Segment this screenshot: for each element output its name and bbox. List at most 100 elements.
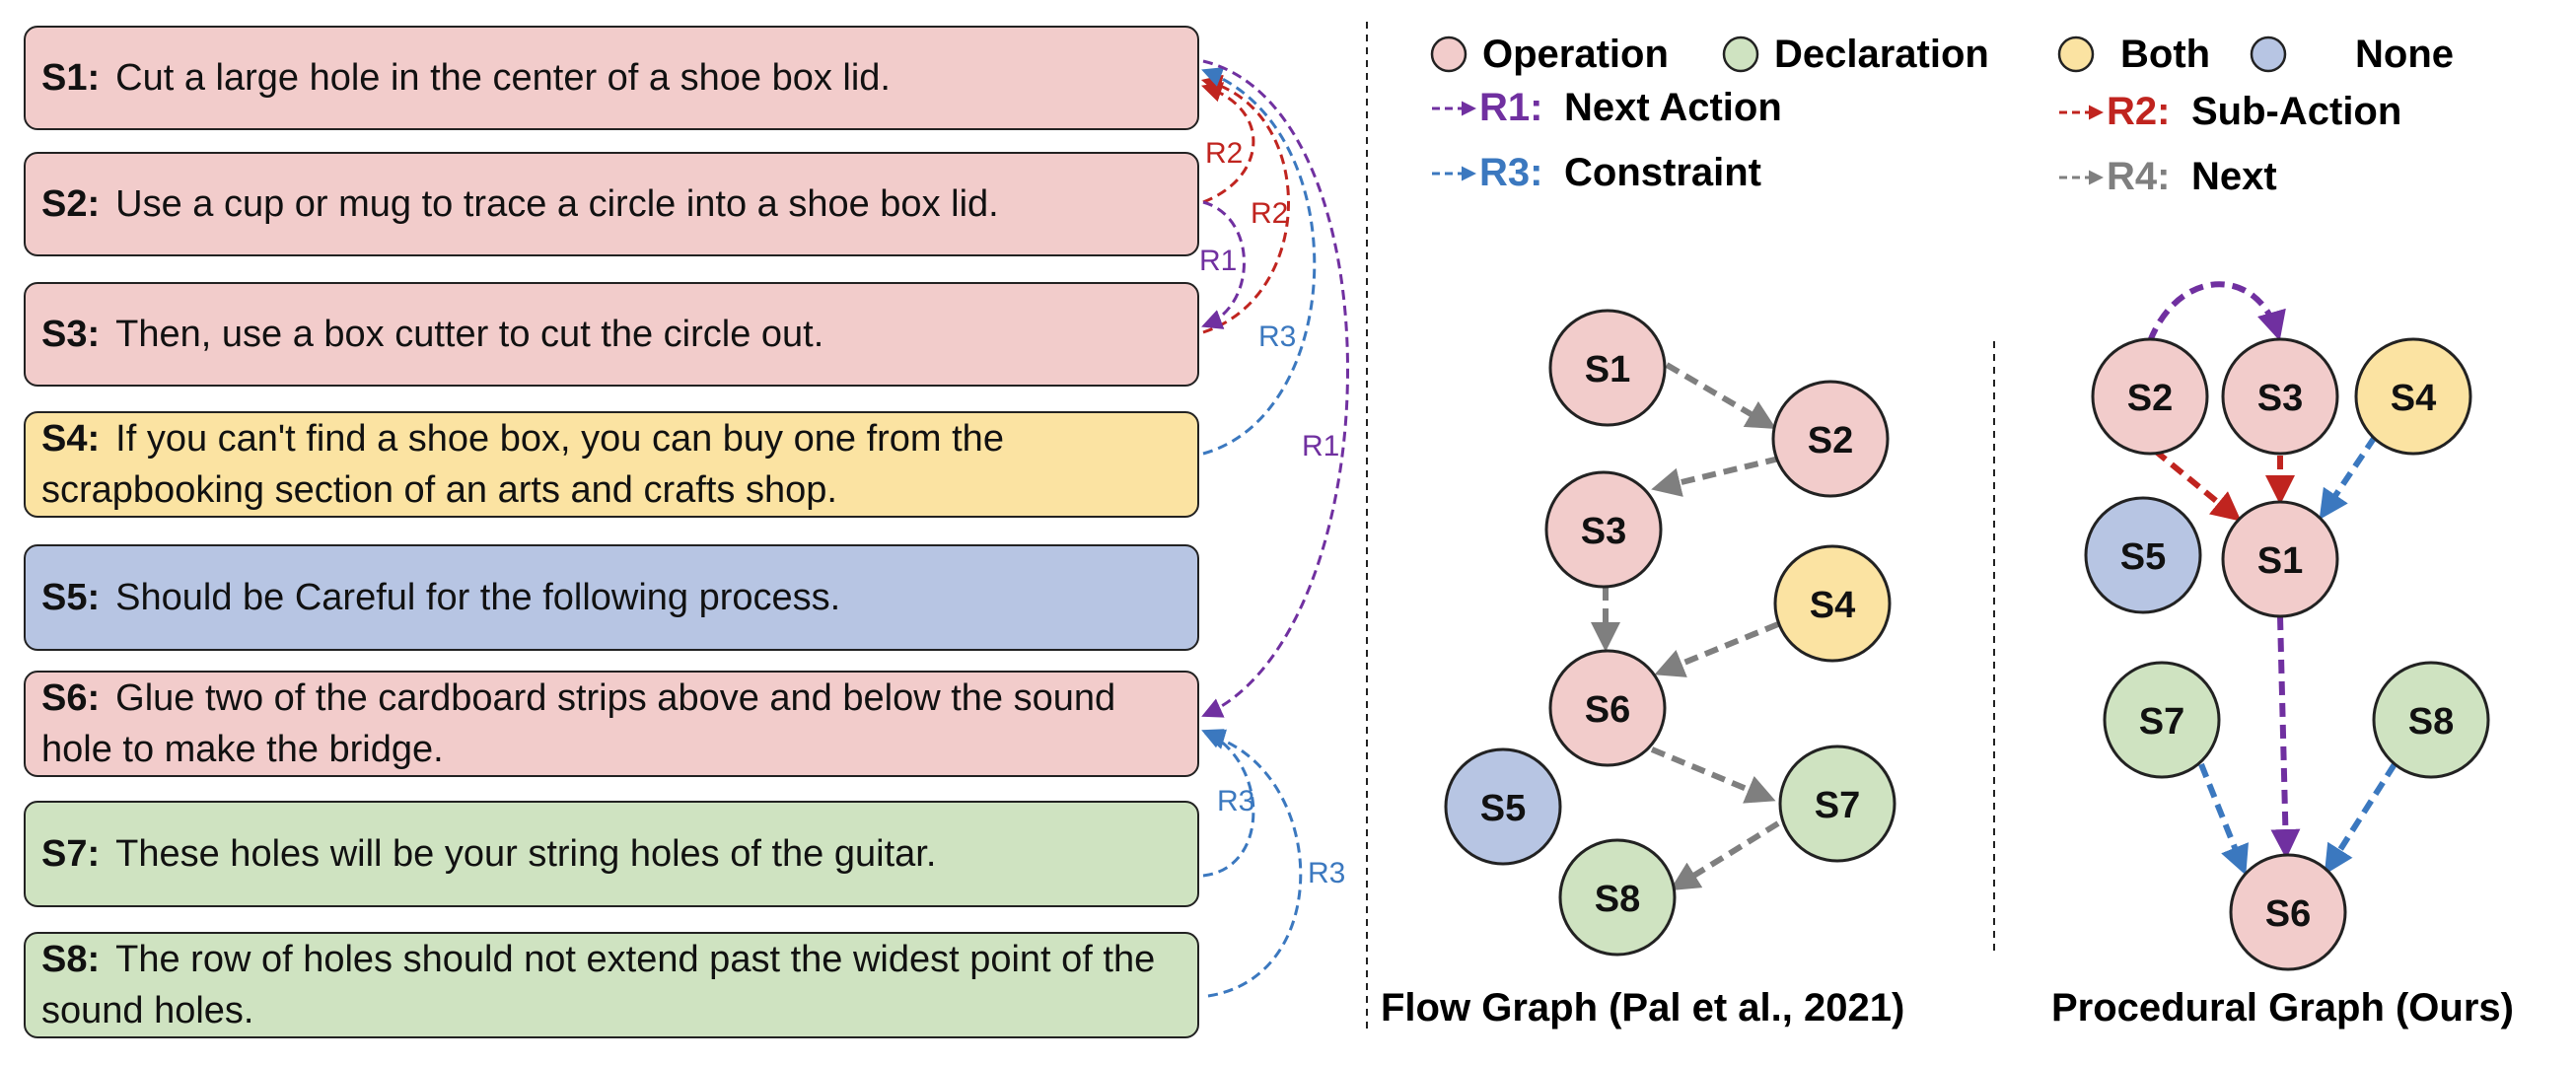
proc-node-s1 (2221, 500, 2339, 618)
flow-node-s6 (1548, 649, 1667, 767)
proc-node-label: S8 (2408, 701, 2454, 743)
step-id: S6: (41, 677, 101, 719)
step-id: S5: (41, 577, 101, 618)
rel-label: R3 (1258, 320, 1296, 353)
flow-node-label: S4 (1810, 585, 1855, 626)
flow-node-s1 (1548, 309, 1667, 427)
edge-s1-s2 (1665, 362, 1777, 430)
flow-node-s2 (1771, 380, 1890, 498)
step-id: S7: (41, 833, 101, 875)
step-text: Then, use a box cutter to cut the circle… (115, 314, 824, 355)
legend: Operation Declaration Both None R1: Next… (1430, 33, 2454, 198)
flow-node-s8 (1558, 838, 1677, 957)
step-text: Should be Careful for the following proc… (115, 577, 841, 618)
step-id: S3: (41, 314, 101, 355)
step-text: Glue two of the cardboard strips above a… (41, 677, 1116, 770)
rel-label: R2 (1251, 197, 1288, 230)
edge-s1-s6 (2270, 615, 2301, 859)
proc-node-s7 (2103, 661, 2221, 779)
step-id: S2: (41, 183, 101, 225)
legend-label: None (2355, 33, 2454, 76)
flow-node-label: S7 (1815, 785, 1860, 826)
step-text: These holes will be your string holes of… (115, 833, 937, 875)
step-id: S1: (41, 57, 101, 99)
step-s6: S6:Glue two of the cardboard strips abov… (24, 671, 1199, 777)
legend-swatch-both (2057, 36, 2095, 73)
legend-label: Operation (1482, 33, 1669, 76)
step-id: S4: (41, 418, 101, 460)
step-s1: S1: Cut a large hole in the center of a s… (24, 26, 1199, 130)
step-text: Cut a large hole in the center of a shoe… (115, 57, 891, 99)
procedural-graph-caption: Procedural Graph (Ours) (2051, 986, 2514, 1030)
step-text: The row of holes should not extend past … (41, 939, 1156, 1031)
legend-label: Both (2120, 33, 2210, 76)
proc-node-label: S6 (2265, 893, 2311, 935)
step-s4: S4:If you can't find a shoe box, you can… (24, 411, 1199, 518)
flow-graph-nodes: S1 S2 S3 S4 S5 S6 S7 S8 (1444, 309, 1896, 957)
flow-node-s5 (1444, 747, 1562, 866)
proc-node-label: S4 (2391, 378, 2436, 419)
step-text: If you can't find a shoe box, you can bu… (41, 418, 1004, 511)
flow-node-s3 (1544, 470, 1663, 589)
legend-swatch-operation (1430, 36, 1467, 73)
step-s2: S2: Use a cup or mug to trace a circle in… (24, 152, 1199, 256)
rel-s3-s1-r2 (1200, 74, 1290, 334)
proc-node-s2 (2091, 337, 2209, 456)
legend-rel-name: Next (2191, 155, 2277, 198)
flow-node-s7 (1778, 745, 1896, 863)
legend-swatch-declaration (1722, 36, 1759, 73)
proc-node-label: S7 (2139, 701, 2184, 743)
proc-node-label: S2 (2127, 378, 2173, 419)
flow-node-label: S3 (1581, 511, 1626, 552)
left-relation-labels: R2 R2 R1 R3 R1 R3 R3 (1199, 137, 1345, 889)
flow-node-label: S8 (1595, 879, 1640, 920)
proc-node-s5 (2084, 496, 2202, 614)
legend-rel-code: R2: (2107, 90, 2170, 133)
flow-node-label: S6 (1585, 689, 1630, 731)
rel-label: R3 (1308, 857, 1345, 889)
edge-s2-s3 (2147, 281, 2286, 343)
rel-s2-s1-r2 (1201, 82, 1255, 204)
flow-graph-caption: Flow Graph (Pal et al., 2021) (1381, 986, 1904, 1030)
rel-s2-s3-r1 (1201, 200, 1246, 329)
edge-s4-s1 (2319, 435, 2378, 520)
left-relations (1200, 59, 1349, 998)
proc-node-s3 (2221, 337, 2339, 456)
step-s3: S3: Then, use a box cutter to cut the cir… (24, 282, 1199, 387)
step-text: Use a cup or mug to trace a circle into … (115, 183, 999, 225)
edge-s7-s6 (2198, 762, 2249, 876)
step-s7: S7: These holes will be your string holes… (24, 801, 1199, 907)
legend-rel-code: R4: (2107, 155, 2170, 198)
proc-node-s6 (2229, 853, 2347, 971)
proc-node-label: S3 (2257, 378, 2303, 419)
step-id: S8: (41, 939, 101, 980)
rel-label: R1 (1199, 245, 1237, 277)
legend-rel-name: Next Action (1564, 86, 1782, 129)
rel-s1-s6-r1 (1201, 59, 1349, 718)
proc-node-label: S1 (2257, 540, 2303, 582)
procedural-graph-edges (2136, 281, 2397, 876)
legend-label: Declaration (1774, 33, 1989, 76)
edge-s4-s6 (1654, 621, 1780, 677)
edge-s8-s6 (2324, 762, 2397, 876)
flow-node-s4 (1773, 544, 1892, 663)
flow-node-label: S2 (1808, 420, 1853, 462)
legend-rel-name: Constraint (1564, 151, 1761, 194)
step-s5: S5: Should be Careful for the following p… (24, 544, 1199, 651)
proc-node-s4 (2354, 337, 2472, 456)
rel-label: R2 (1205, 137, 1243, 170)
rel-label: R3 (1217, 785, 1254, 817)
edge-s7-s8 (1669, 820, 1780, 891)
rel-label: R1 (1302, 430, 1339, 462)
edge-s6-s7 (1650, 746, 1776, 804)
legend-rel-name: Sub-Action (2191, 90, 2401, 133)
step-s8: S8:The row of holes should not extend pa… (24, 932, 1199, 1038)
legend-swatch-none (2250, 36, 2287, 73)
rel-s8-s6-r3 (1203, 729, 1303, 998)
flow-graph-edges (1591, 362, 1780, 891)
proc-node-s8 (2372, 661, 2490, 779)
edge-s2-s3 (1651, 456, 1780, 497)
legend-rel-code: R1: (1479, 86, 1542, 129)
flow-node-label: S5 (1480, 788, 1526, 829)
